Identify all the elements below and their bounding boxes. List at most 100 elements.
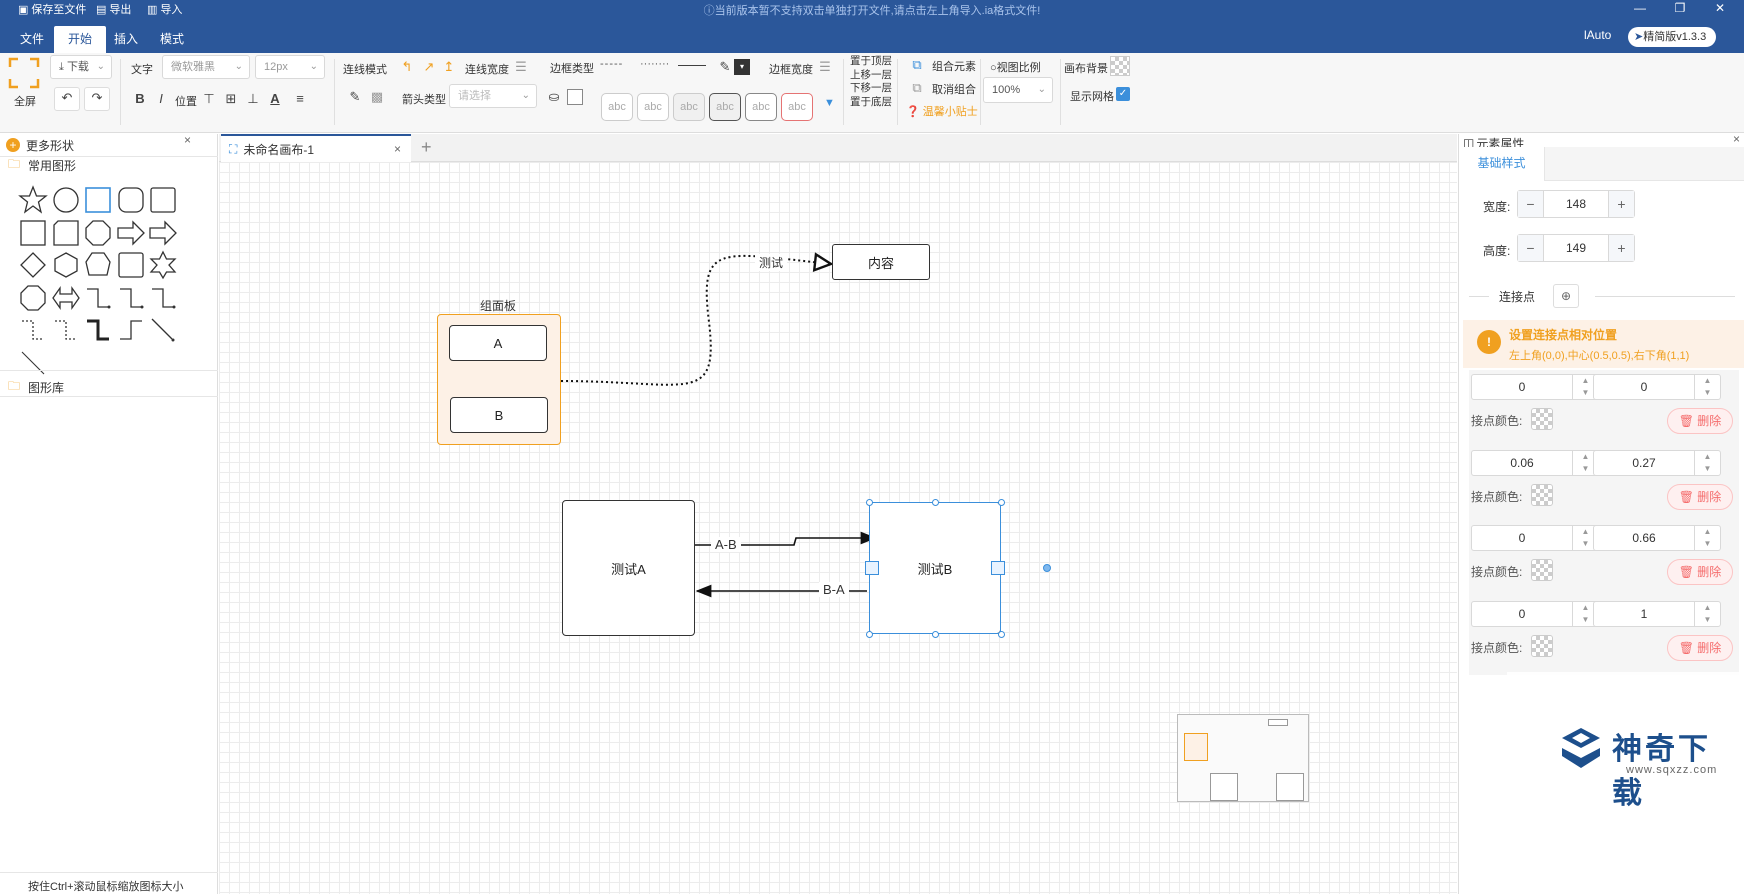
connect-anchor[interactable] xyxy=(865,561,879,575)
spinner-icon[interactable]: ▲▼ xyxy=(1694,601,1720,626)
point-color-swatch[interactable] xyxy=(1531,408,1553,430)
download-select[interactable]: ⤓ 下载⌄ xyxy=(50,55,112,79)
point-color-swatch[interactable] xyxy=(1531,634,1553,657)
node-test-a[interactable]: 测试A xyxy=(562,500,695,636)
send-to-back-item[interactable]: 置于底层 xyxy=(850,95,892,108)
style-preset-3[interactable]: abc xyxy=(673,93,705,121)
style-preset-2[interactable]: abc xyxy=(637,93,669,121)
more-presets-icon[interactable]: ▼ xyxy=(824,97,835,109)
edge-label-ba[interactable]: B-A xyxy=(819,582,849,597)
step-line-shape-3[interactable] xyxy=(148,283,178,313)
bold-button[interactable]: B xyxy=(135,91,145,106)
close-panel-icon[interactable]: × xyxy=(184,133,192,147)
right-arrow-shape[interactable] xyxy=(116,218,146,248)
edge-label-ab[interactable]: A-B xyxy=(711,537,741,552)
point-y-input[interactable]: 0▲▼ xyxy=(1593,374,1721,400)
tab-basic-style[interactable]: 基础样式 xyxy=(1459,147,1545,181)
text-align-icon[interactable]: ≡ xyxy=(296,91,304,106)
close-tab-icon[interactable]: × xyxy=(393,142,401,156)
star6-shape[interactable] xyxy=(148,250,178,280)
group-panel[interactable]: A B xyxy=(437,314,561,445)
resize-handle[interactable] xyxy=(865,498,873,506)
add-connect-point-button[interactable]: ⊕ xyxy=(1553,284,1579,308)
square-shape-2[interactable] xyxy=(18,218,48,248)
common-shapes-header[interactable]: 🗀常用图形 xyxy=(8,154,76,176)
tab-canvas-1[interactable]: ⛶ 未命名画布-1 × xyxy=(221,134,411,162)
library-header[interactable]: 🗀图形库 xyxy=(8,376,64,398)
polyline-icon[interactable]: ↥ xyxy=(443,59,455,74)
card-shape[interactable] xyxy=(51,218,81,248)
group-button[interactable]: 组合元素 xyxy=(932,61,976,73)
show-grid-checkbox[interactable]: ✓ xyxy=(1116,87,1130,101)
spinner-icon[interactable]: ▲▼ xyxy=(1572,526,1598,550)
diagonal-line-shape[interactable] xyxy=(18,348,48,378)
restore-button[interactable]: ❐ xyxy=(1674,1,1686,15)
right-arrow-shape-2[interactable] xyxy=(148,218,178,248)
resize-handle[interactable] xyxy=(931,498,939,506)
dashed-step-shape-2[interactable] xyxy=(51,315,81,345)
font-size-select[interactable]: 12px⌄ xyxy=(255,55,325,79)
decrement-icon[interactable]: − xyxy=(1518,235,1544,261)
square-shape-3[interactable] xyxy=(116,250,146,280)
fullscreen-icon[interactable] xyxy=(8,57,40,89)
rect-shape[interactable] xyxy=(83,185,113,215)
square-shape[interactable] xyxy=(148,185,178,215)
zoom-select[interactable]: 100%⌄ xyxy=(983,77,1053,103)
fill-bucket-icon[interactable]: ⛀ xyxy=(548,89,560,104)
border-color-icon[interactable]: ✎ xyxy=(719,59,731,74)
resize-handle[interactable] xyxy=(931,630,939,638)
style-preset-5[interactable]: abc xyxy=(745,93,777,121)
menu-tab-start[interactable]: 开始 xyxy=(54,26,106,53)
octagon-shape[interactable] xyxy=(83,218,113,248)
align-bottom-icon[interactable]: ⊥ xyxy=(247,91,259,106)
increment-icon[interactable]: + xyxy=(1608,235,1634,261)
double-arrow-shape[interactable] xyxy=(51,283,81,313)
node-b[interactable]: B xyxy=(450,397,548,433)
menu-tab-insert[interactable]: 插入 xyxy=(113,32,138,46)
rounded-rect-shape[interactable] xyxy=(116,185,146,215)
font-color-icon[interactable]: A xyxy=(270,91,280,106)
point-x-input[interactable]: 0.06▲▼ xyxy=(1471,449,1599,476)
thick-step-shape[interactable] xyxy=(83,315,113,345)
minimap[interactable] xyxy=(1177,714,1309,802)
ungroup-icon[interactable]: ⧉ xyxy=(912,80,922,95)
diamond-shape[interactable] xyxy=(18,250,48,280)
resize-handle[interactable] xyxy=(865,630,873,638)
node-test-b[interactable]: 测试B xyxy=(869,502,1001,634)
width-input[interactable]: −148+ xyxy=(1517,190,1635,218)
italic-button[interactable]: I xyxy=(159,91,163,106)
rotate-handle[interactable] xyxy=(1043,564,1051,572)
height-input[interactable]: −149+ xyxy=(1517,234,1635,262)
resize-handle[interactable] xyxy=(997,498,1005,506)
line-width-icon[interactable]: ☰ xyxy=(515,59,527,74)
drawing-canvas[interactable]: 测试 内容 组面板 A B 测试A A-B B-A 测试B xyxy=(219,162,1457,894)
decrement-icon[interactable]: − xyxy=(1518,191,1544,217)
step-line-shape[interactable] xyxy=(83,283,113,313)
style-preset-6[interactable]: abc xyxy=(781,93,813,121)
more-shapes-header[interactable]: + 更多形状 xyxy=(6,134,74,156)
circle-shape[interactable] xyxy=(51,185,81,215)
curve-line-icon[interactable]: ↰ xyxy=(401,59,413,74)
align-top-icon[interactable]: ⊤ xyxy=(203,91,215,106)
group-icon[interactable]: ⧉ xyxy=(912,57,922,72)
spinner-icon[interactable]: ▲▼ xyxy=(1694,526,1720,550)
close-window-button[interactable]: ✕ xyxy=(1714,1,1726,15)
line-color-icon[interactable]: ✎ xyxy=(349,89,361,104)
edge-label-test[interactable]: 测试 xyxy=(755,254,788,271)
arrow-type-select[interactable]: 请选择⌄ xyxy=(449,84,537,108)
spinner-icon[interactable]: ▲▼ xyxy=(1694,450,1720,475)
point-y-input[interactable]: 0.27▲▼ xyxy=(1593,449,1721,476)
star-shape[interactable] xyxy=(18,185,48,215)
ungroup-button[interactable]: 取消组合 xyxy=(932,84,976,96)
connect-anchor[interactable] xyxy=(991,561,1005,575)
straight-line-icon[interactable]: ↗ xyxy=(423,59,435,74)
thin-step-shape[interactable] xyxy=(116,315,146,345)
bring-forward-item[interactable]: 上移一层 xyxy=(850,68,892,81)
align-middle-icon[interactable]: ⊞ xyxy=(225,91,237,106)
tips-link[interactable]: ❓ 温馨小贴士 xyxy=(906,106,978,118)
add-tab-icon[interactable]: + xyxy=(421,137,432,157)
octagon-shape-2[interactable] xyxy=(18,283,48,313)
delete-point-button[interactable]: 🗑 删除 xyxy=(1667,634,1733,661)
increment-icon[interactable]: + xyxy=(1608,191,1634,217)
edge-group-to-content[interactable] xyxy=(560,256,831,386)
